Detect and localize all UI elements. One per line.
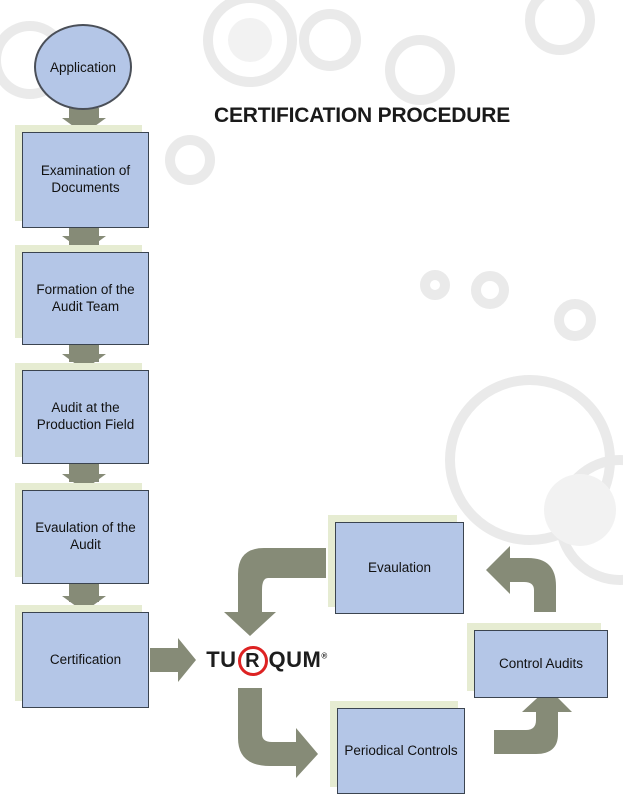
logo-registered-circle: R (237, 646, 268, 676)
down-arrow (62, 118, 106, 134)
flow-step-box: Audit at the Production Field (22, 370, 149, 464)
flow-step-label: Evaulation of the Audit (35, 520, 136, 552)
evaluation-label: Evaulation (367, 559, 432, 575)
curved-right-arrow (238, 688, 318, 778)
evaluation-box: Evaulation (335, 522, 464, 614)
curved-up-arrow (494, 688, 572, 754)
flow-step-label: Audit at the Production Field (36, 400, 135, 432)
curved-down-arrow (224, 548, 326, 636)
flow-step-box: Examination of Documents (22, 132, 149, 228)
registered-mark-icon: ® (321, 651, 328, 661)
flow-step-box: Evaulation of the Audit (22, 490, 149, 584)
down-arrow (62, 354, 106, 370)
down-arrow (62, 474, 106, 490)
flow-step-label: Certification (49, 651, 122, 667)
logo-text-left: TU (206, 647, 237, 672)
periodical-controls-label: Periodical Controls (344, 742, 458, 758)
flow-step-label: Formation of the Audit Team (36, 281, 135, 314)
page-title: CERTIFICATION PROCEDURE (214, 104, 511, 127)
flow-step-label: Examination of Documents (40, 163, 131, 195)
flow-start-circle: Application (34, 24, 132, 110)
control-audits-label: Control Audits (498, 655, 584, 671)
control-audits-box: Control Audits (474, 630, 608, 698)
logo-text-right: QUM (268, 647, 322, 672)
right-arrow (150, 638, 196, 682)
down-arrow (62, 236, 106, 252)
flow-step-box: Certification (22, 612, 149, 708)
flow-start-label: Application (49, 59, 117, 75)
periodical-controls-box: Periodical Controls (337, 708, 465, 794)
flow-step-box: Formation of the Audit Team (22, 252, 149, 345)
down-arrow (62, 596, 106, 612)
curved-left-arrow (486, 546, 556, 612)
